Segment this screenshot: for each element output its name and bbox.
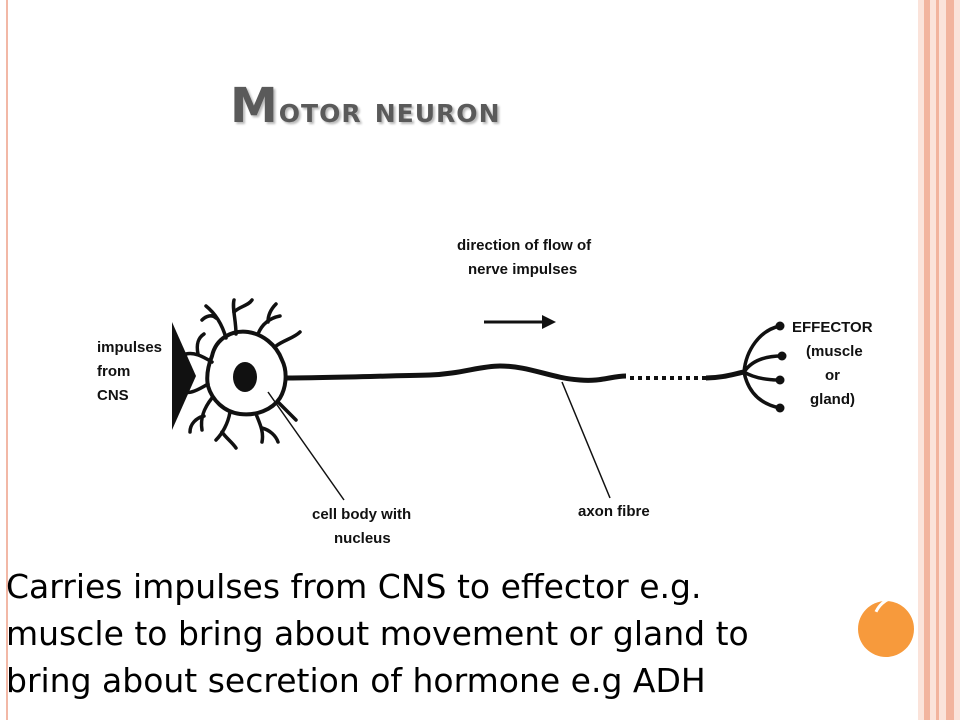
slide-title: MOTOR NEURON	[230, 78, 501, 134]
left-border-rule	[6, 0, 8, 720]
axon-pointer	[561, 381, 611, 499]
axon-terminal-stem	[705, 369, 745, 381]
label-cell-body-line1: cell body with	[312, 506, 411, 523]
axon-fibre	[283, 363, 627, 383]
label-direction-line2: nerve impulses	[468, 261, 577, 278]
cell-body-pointer	[267, 391, 345, 501]
title-first-letter: M	[230, 78, 279, 134]
label-effector-line2: (muscle	[806, 343, 863, 360]
decorative-orange-circle	[858, 601, 914, 657]
title-rest: OTOR NEURON	[278, 91, 501, 131]
terminal-knobs	[775, 321, 787, 413]
axon-terminals	[742, 324, 783, 410]
label-effector-line1: EFFECTOR	[792, 319, 873, 336]
label-impulses-line2: from	[97, 363, 130, 380]
label-effector-line4: gland)	[810, 391, 855, 408]
stimulus-triangle-icon	[172, 322, 196, 430]
description-line-1: Carries impulses from CNS to effector e.…	[6, 567, 702, 606]
nucleus	[233, 362, 257, 392]
dendrites	[182, 298, 302, 450]
right-arrow-icon	[484, 315, 556, 329]
label-direction-line1: direction of flow of	[457, 237, 592, 254]
label-axon-fibre: axon fibre	[578, 503, 650, 520]
label-impulses-line1: impulses	[97, 339, 162, 356]
right-border-band	[918, 0, 960, 720]
motor-neuron-diagram: impulses from CNS direction of flow of n…	[97, 237, 873, 547]
label-effector-line3: or	[825, 367, 840, 384]
description-line-3: bring about secretion of hormone e.g ADH	[6, 661, 706, 700]
description-line-2: muscle to bring about movement or gland …	[6, 614, 749, 653]
description-text: Carries impulses from CNS to effector e.…	[6, 563, 906, 704]
label-impulses-line3: CNS	[97, 387, 129, 404]
label-cell-body-line2: nucleus	[334, 530, 391, 547]
